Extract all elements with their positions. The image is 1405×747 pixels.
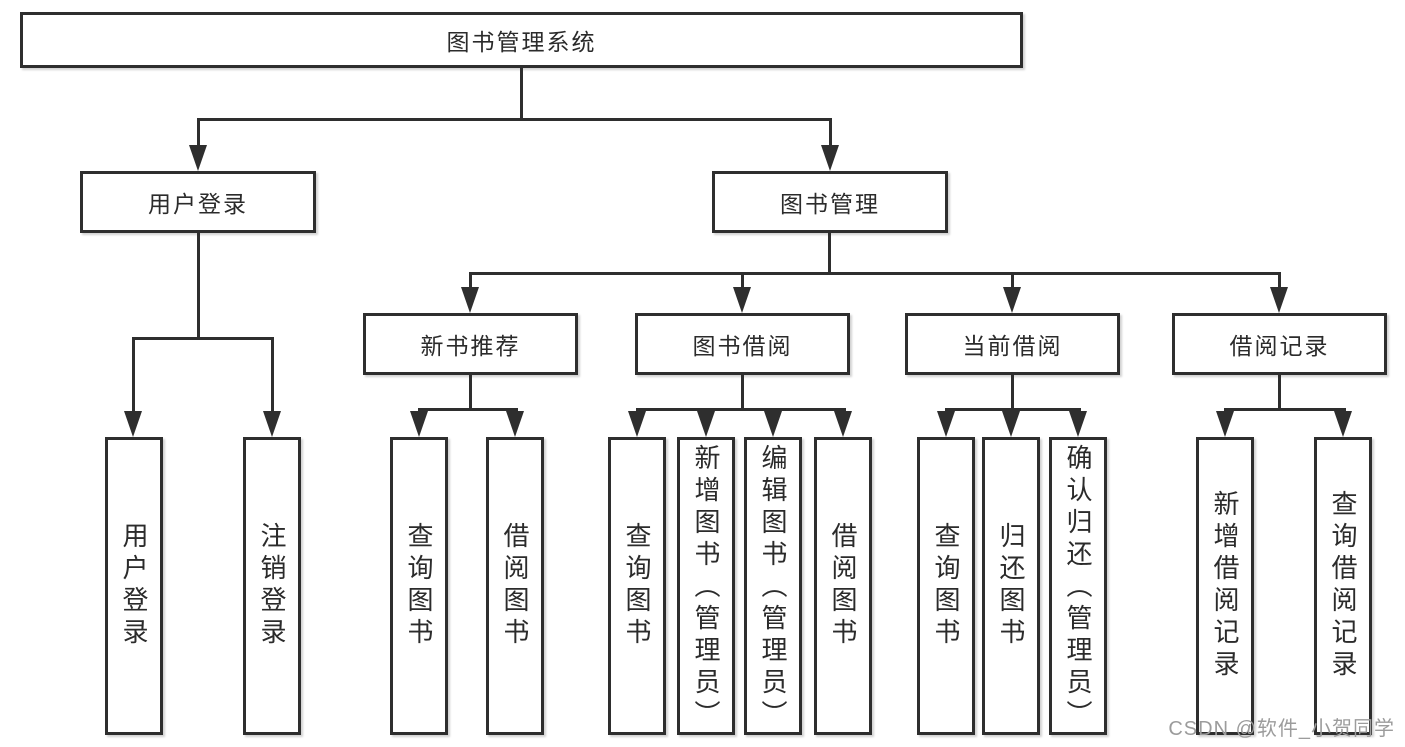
- arrowhead-down-icon: [124, 411, 142, 437]
- arrowhead-down-icon: [1003, 287, 1021, 313]
- node-label: 借阅记录: [1229, 333, 1330, 359]
- connector-line: [828, 233, 831, 275]
- connector-line: [469, 375, 472, 411]
- leaf-label: 借阅图书: [500, 522, 530, 650]
- arrowhead-down-icon: [697, 411, 715, 437]
- leaf-label: 编辑图书（管理员）: [758, 444, 788, 732]
- arrowhead-down-icon: [1334, 411, 1352, 437]
- leaf-label: 查询图书: [931, 522, 961, 650]
- connector-line: [636, 408, 846, 411]
- arrowhead-down-icon: [1069, 411, 1087, 437]
- node-library-management-system: 图书管理系统: [20, 12, 1023, 68]
- arrowhead-down-icon: [263, 411, 281, 437]
- connector-line: [520, 68, 523, 120]
- arrowhead-down-icon: [733, 287, 751, 313]
- connector-line: [132, 337, 274, 340]
- connector-line: [197, 118, 200, 147]
- connector-line: [1224, 408, 1346, 411]
- leaf-records-query-borrow-record: 查询借阅记录: [1314, 437, 1372, 735]
- arrowhead-down-icon: [506, 411, 524, 437]
- leaf-label: 注销登录: [257, 522, 287, 650]
- arrowhead-down-icon: [628, 411, 646, 437]
- connector-line: [741, 375, 744, 411]
- node-label: 新书推荐: [420, 333, 521, 359]
- leaf-current-query-books: 查询图书: [917, 437, 975, 735]
- node-label: 用户登录: [148, 191, 248, 217]
- arrowhead-down-icon: [461, 287, 479, 313]
- connector-line: [741, 273, 744, 289]
- leaf-label: 查询图书: [404, 522, 434, 650]
- node-label: 图书借阅: [692, 333, 793, 359]
- connector-line: [197, 118, 832, 121]
- connector-line: [469, 272, 1281, 275]
- leaf-logout: 注销登录: [243, 437, 301, 735]
- leaf-current-confirm-return-admin: 确认归还（管理员）: [1049, 437, 1107, 735]
- leaf-label: 确认归还（管理员）: [1063, 444, 1093, 732]
- connector-line: [1011, 375, 1014, 411]
- arrowhead-down-icon: [1216, 411, 1234, 437]
- arrowhead-down-icon: [1270, 287, 1288, 313]
- node-current-borrowing: 当前借阅: [905, 313, 1120, 375]
- connector-line: [1278, 375, 1281, 411]
- node-book-management: 图书管理: [712, 171, 948, 233]
- arrowhead-down-icon: [410, 411, 428, 437]
- leaf-label: 借阅图书: [828, 522, 858, 650]
- arrowhead-down-icon: [821, 145, 839, 171]
- node-label: 当前借阅: [962, 333, 1063, 359]
- leaf-records-add-borrow-record: 新增借阅记录: [1196, 437, 1254, 735]
- leaf-recommend-borrow-books: 借阅图书: [486, 437, 544, 735]
- csdn-watermark: CSDN @软件_小贺同学: [1168, 718, 1395, 740]
- connector-line: [1011, 273, 1014, 289]
- leaf-label: 新增图书（管理员）: [691, 444, 721, 732]
- leaf-label: 查询图书: [622, 522, 652, 650]
- connector-line: [829, 118, 832, 147]
- leaf-current-return-books: 归还图书: [982, 437, 1040, 735]
- connector-line: [132, 337, 135, 413]
- node-label: 图书管理: [780, 191, 880, 217]
- node-new-book-recommend: 新书推荐: [363, 313, 578, 375]
- arrowhead-down-icon: [834, 411, 852, 437]
- connector-line: [418, 408, 518, 411]
- node-user-login: 用户登录: [80, 171, 316, 233]
- leaf-label: 归还图书: [996, 522, 1026, 650]
- leaf-user-login: 用户登录: [105, 437, 163, 735]
- node-label: 图书管理系统: [446, 29, 597, 55]
- node-borrowing-records: 借阅记录: [1172, 313, 1387, 375]
- leaf-borrowing-add-books-admin: 新增图书（管理员）: [677, 437, 735, 735]
- arrowhead-down-icon: [764, 411, 782, 437]
- connector-line: [1278, 273, 1281, 289]
- arrowhead-down-icon: [189, 145, 207, 171]
- arrowhead-down-icon: [937, 411, 955, 437]
- leaf-borrowing-edit-books-admin: 编辑图书（管理员）: [744, 437, 802, 735]
- leaf-borrowing-query-books: 查询图书: [608, 437, 666, 735]
- leaf-borrowing-borrow-books: 借阅图书: [814, 437, 872, 735]
- leaf-label: 新增借阅记录: [1210, 490, 1240, 682]
- connector-line: [271, 337, 274, 413]
- arrowhead-down-icon: [1002, 411, 1020, 437]
- leaf-label: 查询借阅记录: [1328, 490, 1358, 682]
- leaf-recommend-query-books: 查询图书: [390, 437, 448, 735]
- node-book-borrowing: 图书借阅: [635, 313, 850, 375]
- leaf-label: 用户登录: [119, 522, 149, 650]
- connector-line: [945, 408, 1081, 411]
- connector-line: [197, 233, 200, 339]
- connector-line: [469, 273, 472, 289]
